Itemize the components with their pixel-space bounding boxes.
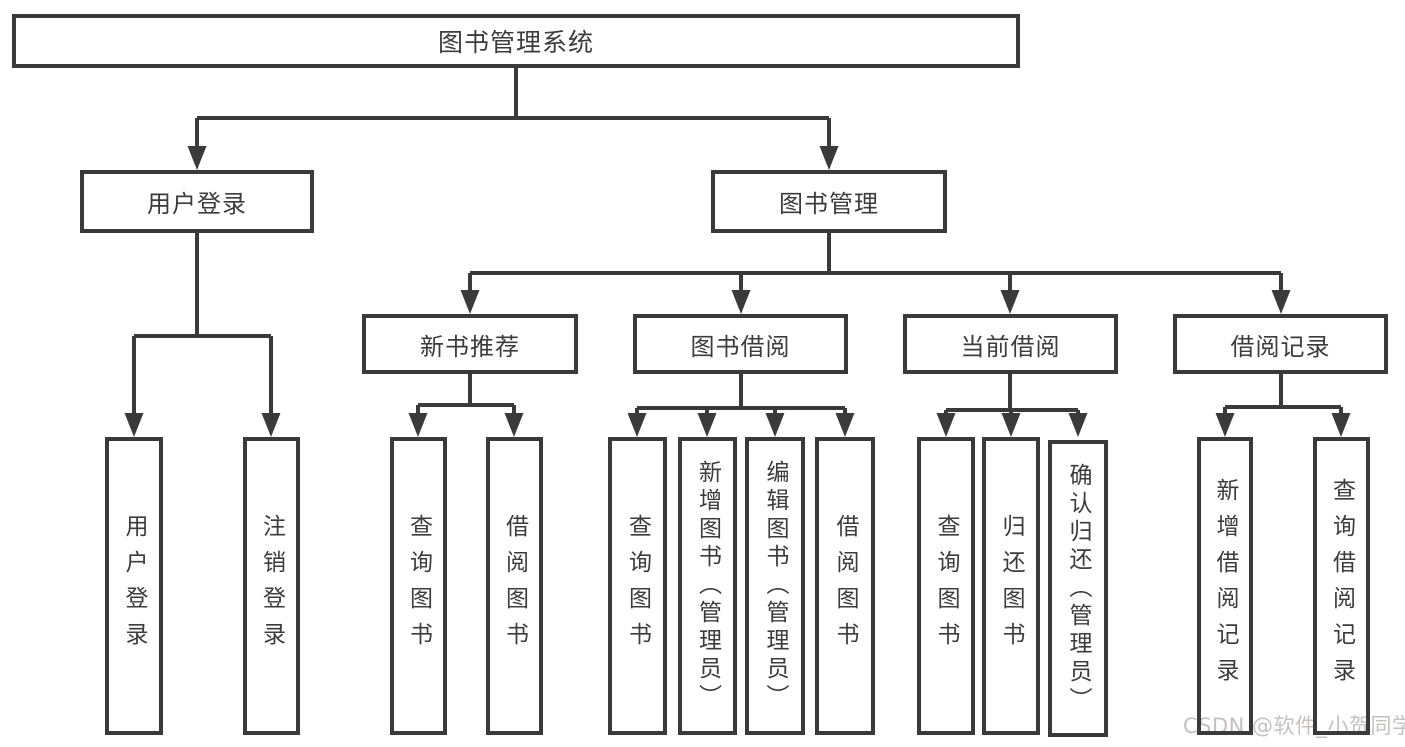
connector-book-borrow — [627, 374, 855, 437]
node-label: 图书管理 — [779, 190, 879, 218]
node-label: 新增借阅记录 — [1212, 478, 1238, 694]
connector-line — [195, 68, 831, 150]
arrow-head-icon — [819, 146, 839, 170]
connector-user-login — [124, 233, 281, 437]
node-label: 图书管理系统 — [437, 28, 594, 57]
arrow-head-icon — [765, 413, 785, 437]
node-label: 编辑图书（管理员） — [762, 460, 788, 712]
arrow-head-icon — [835, 413, 855, 437]
leaf-query-book-borrow: 查询图书 — [608, 437, 667, 735]
leaf-add-book-admin: 新增图书（管理员） — [678, 437, 737, 735]
node-label: 用户登录 — [121, 514, 147, 658]
node-new-book-recommend: 新书推荐 — [362, 314, 578, 374]
node-label: 借阅图书 — [501, 514, 528, 658]
node-label: 查询图书 — [933, 514, 959, 658]
node-label: 查询图书 — [624, 514, 651, 658]
leaf-logout-login: 注销登录 — [243, 437, 300, 735]
arrow-head-icon — [1215, 413, 1235, 437]
node-label: 图书借阅 — [690, 332, 791, 361]
leaf-query-borrow-record: 查询借阅记录 — [1313, 437, 1370, 735]
connector-line — [416, 374, 516, 415]
node-label: 注销登录 — [258, 514, 285, 658]
connector-borrow-records — [1215, 374, 1351, 437]
node-user-login: 用户登录 — [80, 170, 314, 233]
node-label: 借阅图书 — [832, 514, 858, 658]
leaf-borrow-book: 借阅图书 — [815, 437, 875, 735]
leaf-user-login: 用户登录 — [105, 437, 163, 735]
connector-new-book-recommend — [408, 374, 524, 437]
node-root: 图书管理系统 — [12, 14, 1020, 68]
node-label: 用户登录 — [147, 190, 247, 218]
arrow-head-icon — [504, 413, 524, 437]
connector-line — [1223, 374, 1343, 415]
leaf-query-book-recommend: 查询图书 — [390, 437, 447, 735]
leaf-confirm-return-admin: 确认归还（管理员） — [1048, 440, 1108, 737]
arrow-head-icon — [1271, 290, 1291, 314]
node-label: 确认归还（管理员） — [1065, 462, 1091, 715]
node-label: 归还图书 — [998, 514, 1024, 658]
connector-root — [187, 68, 839, 170]
connector-line — [635, 374, 847, 415]
arrow-head-icon — [1068, 413, 1088, 437]
arrow-head-icon — [1331, 413, 1351, 437]
arrow-head-icon — [187, 146, 207, 170]
node-label: 查询借阅记录 — [1328, 478, 1355, 694]
leaf-add-borrow-record: 新增借阅记录 — [1197, 437, 1253, 735]
arrow-head-icon — [124, 413, 144, 437]
leaf-edit-book-admin: 编辑图书（管理员） — [745, 437, 805, 735]
node-book-borrow: 图书借阅 — [633, 314, 848, 374]
connector-current-borrow — [936, 374, 1088, 437]
connector-line — [132, 233, 273, 415]
arrow-head-icon — [731, 290, 751, 314]
node-label: 查询图书 — [405, 514, 432, 658]
node-label: 新增图书（管理员） — [694, 460, 721, 712]
node-borrow-records: 借阅记录 — [1173, 314, 1388, 374]
node-label: 新书推荐 — [420, 332, 520, 361]
leaf-return-book: 归还图书 — [982, 437, 1040, 735]
connector-line — [944, 374, 1080, 415]
arrow-head-icon — [936, 413, 956, 437]
arrow-head-icon — [697, 413, 717, 437]
node-label: 借阅记录 — [1230, 332, 1331, 361]
node-label: 当前借阅 — [960, 332, 1061, 361]
leaf-borrow-book-recommend: 借阅图书 — [486, 437, 543, 735]
node-current-borrow: 当前借阅 — [903, 314, 1118, 374]
leaf-query-book-current: 查询图书 — [917, 437, 975, 735]
connector-line — [468, 233, 1283, 292]
node-book-management: 图书管理 — [711, 170, 947, 233]
arrow-head-icon — [408, 413, 428, 437]
arrow-head-icon — [627, 413, 647, 437]
arrow-head-icon — [261, 413, 281, 437]
arrow-head-icon — [460, 290, 480, 314]
connector-book-management — [460, 233, 1291, 314]
arrow-head-icon — [1000, 290, 1020, 314]
arrow-head-icon — [1001, 413, 1021, 437]
